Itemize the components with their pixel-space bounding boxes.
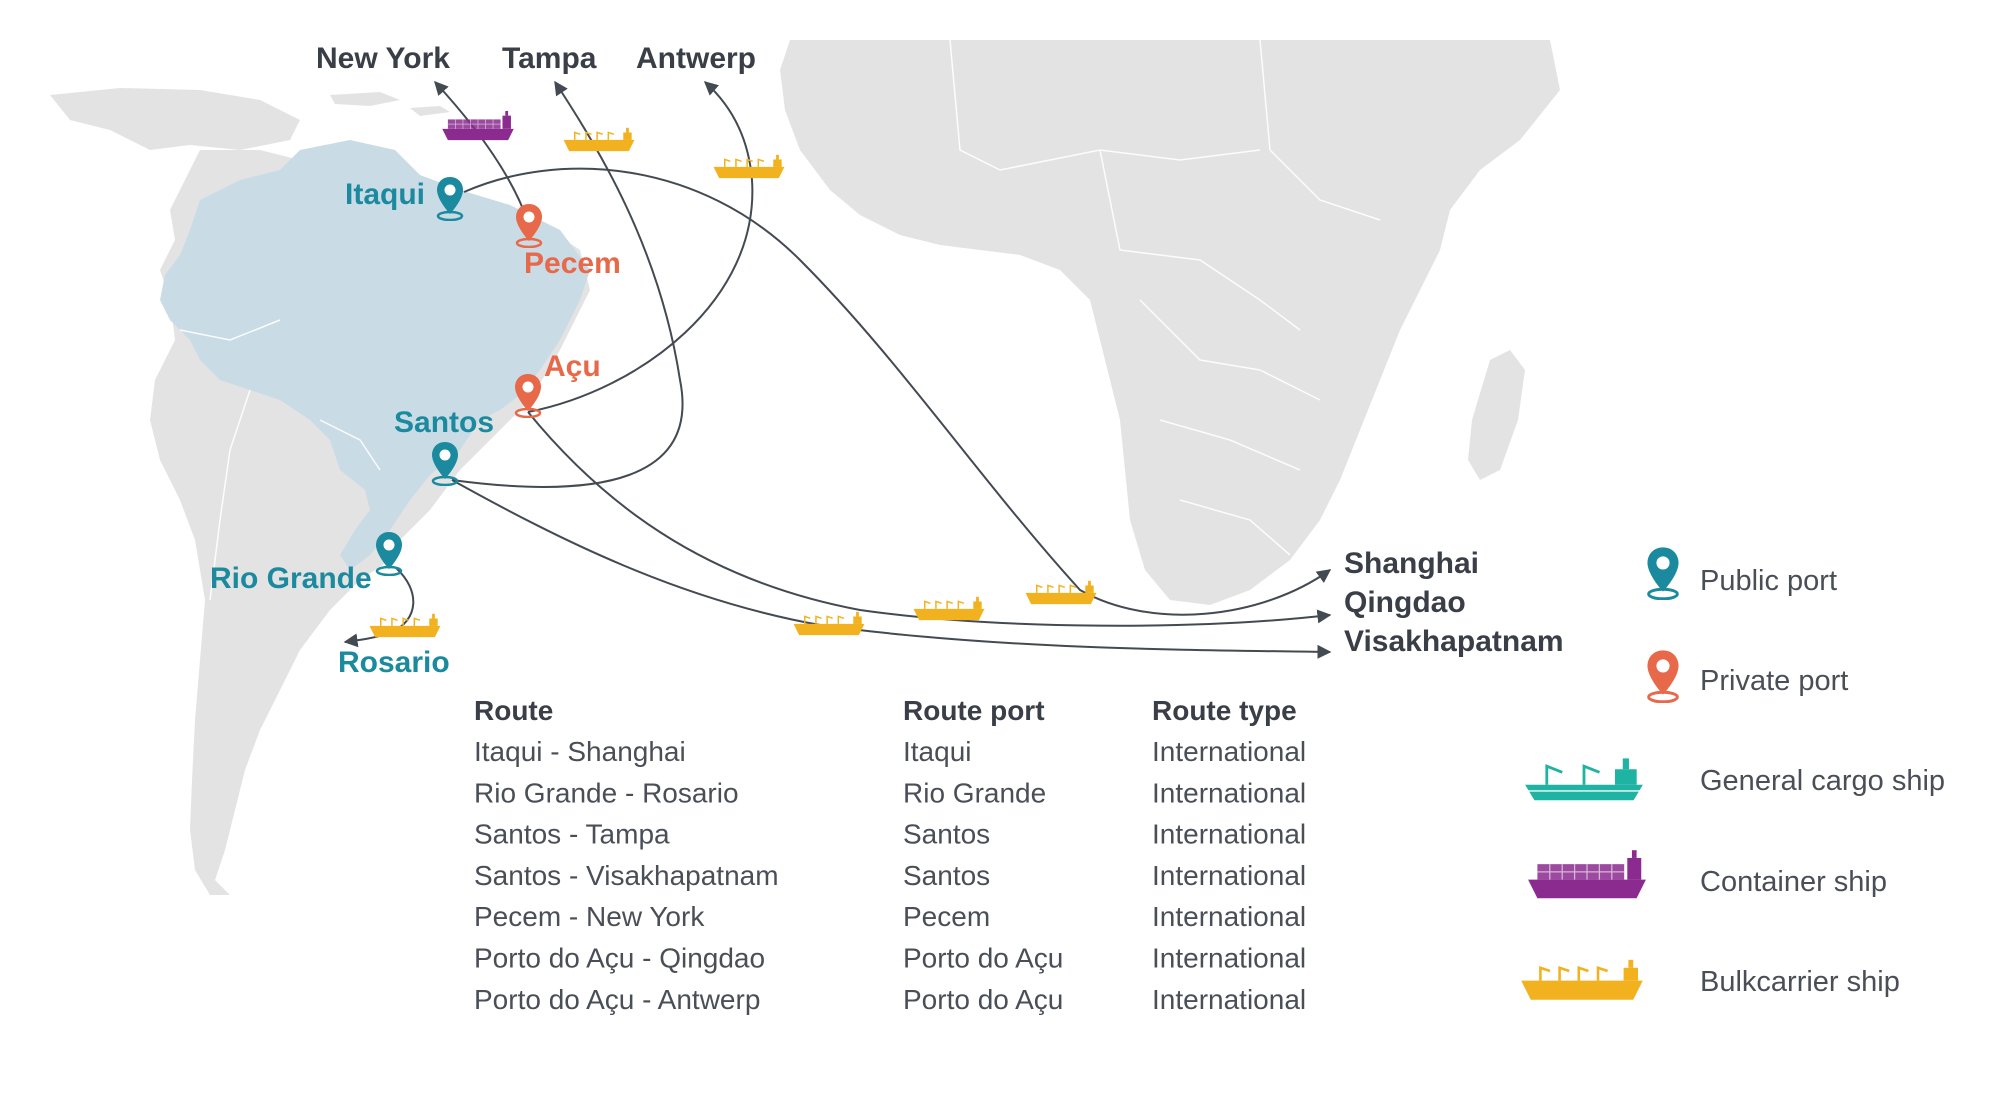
table-cell-port: Pecem — [903, 901, 990, 932]
table-cell-port: Rio Grande — [903, 777, 1046, 808]
table-cell-type: International — [1152, 901, 1306, 932]
port-label-pecem: Pecem — [524, 247, 621, 280]
table-cell-type: International — [1152, 984, 1306, 1015]
destination-label-antwerp: Antwerp — [636, 42, 756, 75]
port-label-santos: Santos — [394, 406, 494, 439]
bulk-ship-icon — [368, 613, 442, 638]
table-row: Pecem - New York Pecem International — [474, 901, 1306, 932]
bulk-ship-icon — [1519, 958, 1645, 1002]
central-america-landmass — [50, 88, 300, 150]
caribbean-islands — [330, 92, 450, 116]
bulk-ship-icon — [1024, 580, 1098, 605]
table-cell-type: International — [1152, 736, 1306, 767]
route-acu-antwerp — [527, 81, 754, 413]
route-pecem-new-york — [434, 80, 529, 223]
table-cell-type: International — [1152, 777, 1306, 808]
map-pin-icon — [435, 175, 465, 221]
map-pin-icon — [513, 372, 543, 418]
legend-label-bulkcarrier: Bulkcarrier ship — [1700, 966, 1900, 998]
legend-label-container: Container ship — [1700, 866, 1887, 898]
table-row: Santos - Tampa Santos International — [474, 819, 1306, 850]
destination-label-qingdao: Qingdao — [1344, 586, 1466, 619]
map-pin-icon — [1645, 648, 1681, 703]
land-masses — [50, 39, 1560, 895]
shipping-routes — [343, 80, 1332, 659]
table-cell-type: International — [1152, 860, 1306, 891]
country-borders — [179, 39, 1381, 601]
table-header-port: Route port — [903, 695, 1045, 726]
route-acu-qingdao — [527, 411, 1332, 627]
table-header-route: Route — [474, 695, 553, 726]
legend-label-private-port: Private port — [1700, 665, 1848, 697]
port-labels: Itaqui Pecem Açu Santos Rio Grande — [210, 178, 621, 595]
table-cell-port: Santos — [903, 819, 990, 850]
table-cell-route: Porto do Açu - Antwerp — [474, 984, 760, 1015]
table-cell-port: Itaqui — [903, 736, 972, 767]
map-pin-icon — [1645, 545, 1681, 600]
map-pin-icon — [430, 440, 460, 486]
table-cell-route: Porto do Açu - Qingdao — [474, 943, 765, 974]
port-label-rio-grande: Rio Grande — [210, 562, 372, 595]
table-cell-port: Porto do Açu — [903, 984, 1063, 1015]
cargo-ship-icon — [1523, 756, 1645, 802]
table-cell-route: Santos - Visakhapatnam — [474, 860, 779, 891]
destination-label-shanghai: Shanghai — [1344, 547, 1479, 580]
table-row: Santos - Visakhapatnam Santos Internationa… — [474, 860, 1306, 891]
route-table: Route Route port Route type Itaqui - Sha… — [474, 695, 1306, 1015]
container-ship-icon — [1527, 849, 1647, 900]
table-cell-route: Santos - Tampa — [474, 819, 670, 850]
table-cell-route: Itaqui - Shanghai — [474, 736, 686, 767]
africa-landmass — [780, 40, 1560, 605]
table-cell-port: Santos — [903, 860, 990, 891]
route-santos-tampa — [451, 80, 684, 488]
destination-label-rosario: Rosario — [338, 646, 450, 679]
table-row: Itaqui - Shanghai Itaqui International — [474, 736, 1306, 767]
table-row: Porto do Açu - Qingdao Porto do Açu Intern… — [474, 943, 1306, 974]
container-ship-icon — [441, 110, 515, 141]
bulk-ship-icon — [792, 611, 866, 636]
table-row: Porto do Açu - Antwerp Porto do Açu Intern… — [474, 984, 1306, 1015]
route-itaqui-shanghai — [463, 167, 1332, 616]
legend-label-public-port: Public port — [1700, 565, 1837, 597]
bulk-ship-icon — [912, 596, 986, 621]
legend: Public port Private port General cargo s… — [1519, 545, 1945, 1002]
table-cell-route: Pecem - New York — [474, 901, 705, 932]
destination-label-visakhapatnam: Visakhapatnam — [1344, 625, 1564, 658]
destination-label-tampa: Tampa — [502, 42, 597, 75]
table-cell-route: Rio Grande - Rosario — [474, 777, 739, 808]
table-cell-port: Porto do Açu — [903, 943, 1063, 974]
bulk-ship-icon — [562, 127, 636, 152]
table-cell-type: International — [1152, 943, 1306, 974]
map-pin-icon — [514, 202, 544, 248]
port-label-acu: Açu — [544, 350, 601, 383]
table-header-type: Route type — [1152, 695, 1297, 726]
brazil-region — [160, 140, 590, 570]
legend-label-general-cargo: General cargo ship — [1700, 765, 1945, 797]
destination-labels: New York Tampa Antwerp Shanghai Qingdao … — [316, 42, 1564, 679]
port-label-itaqui: Itaqui — [345, 178, 425, 211]
table-row: Rio Grande - Rosario Rio Grande Internatio… — [474, 777, 1306, 808]
map-pin-icon — [374, 530, 404, 576]
madagascar-island — [1468, 350, 1525, 480]
destination-label-new-york: New York — [316, 42, 450, 75]
table-cell-type: International — [1152, 819, 1306, 850]
